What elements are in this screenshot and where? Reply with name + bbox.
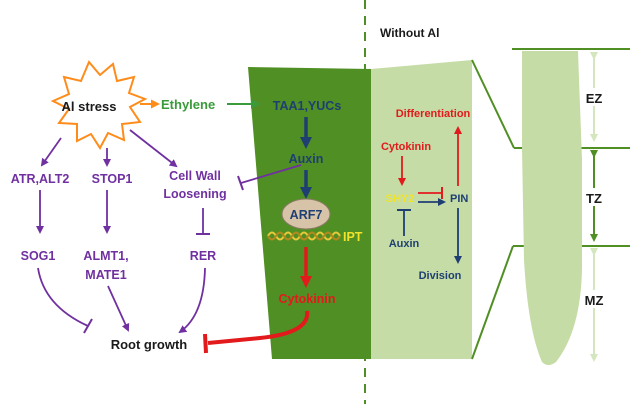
inhibit-auxin-to-cellwall bbox=[240, 164, 302, 184]
taa1-yucs-label: TAA1,YUCs bbox=[273, 99, 342, 113]
pin-label: PIN bbox=[450, 193, 468, 205]
al-stress-starburst-icon bbox=[50, 60, 148, 150]
root-growth-label: Root growth bbox=[111, 337, 188, 352]
almt1-label-1: ALMT1, bbox=[83, 249, 128, 263]
stop1-label: STOP1 bbox=[92, 172, 133, 186]
arrow-rer-to-rootgrowth bbox=[178, 267, 206, 334]
shy2-label: SHY2 bbox=[386, 193, 415, 205]
inhibit-auxin-to-cellwall-bar bbox=[237, 175, 244, 191]
inhibit-cytokinin-to-rootgrowth bbox=[207, 310, 310, 345]
dna-helix-icon bbox=[267, 231, 341, 241]
arrow-stress-to-atr bbox=[40, 137, 62, 167]
almt1-label-2: MATE1 bbox=[85, 268, 126, 282]
without-al-label: Without Al bbox=[380, 26, 439, 40]
ipt-label: IPT bbox=[343, 230, 363, 244]
rer-label: RER bbox=[190, 249, 216, 263]
auxin-center-label: Auxin bbox=[289, 152, 324, 166]
cytokinin-right-label: Cytokinin bbox=[381, 141, 431, 153]
mz-label-bg bbox=[582, 290, 606, 308]
inhibit-sog1-to-rootgrowth-bar bbox=[83, 318, 93, 334]
auxin-right-label: Auxin bbox=[389, 238, 420, 250]
root-tip-shape bbox=[522, 51, 582, 365]
ethylene-label: Ethylene bbox=[161, 97, 215, 112]
inhibit-cytokinin-to-rootgrowth-bar bbox=[203, 333, 208, 354]
al-stress-label: Al stress bbox=[62, 99, 117, 114]
arf7-label: ARF7 bbox=[290, 208, 323, 222]
inhibit-sog1-to-rootgrowth bbox=[37, 267, 89, 327]
zone-label-tz: TZ bbox=[586, 191, 602, 206]
zone-label-ez: EZ bbox=[586, 91, 603, 106]
zoom-line-bottom bbox=[471, 245, 514, 360]
arrow-stress-to-cellwall bbox=[129, 129, 178, 168]
cellwall-label-1: Cell Wall bbox=[169, 169, 221, 183]
differentiation-label: Differentiation bbox=[396, 108, 471, 120]
zone-label-mz: MZ bbox=[585, 293, 604, 308]
ez-label-bg bbox=[582, 88, 606, 106]
cellwall-label-2: Loosening bbox=[163, 187, 226, 201]
tz-label-bg bbox=[582, 188, 606, 206]
atr-alt2-label: ATR,ALT2 bbox=[11, 172, 70, 186]
division-label: Division bbox=[419, 270, 462, 282]
sog1-label: SOG1 bbox=[21, 249, 56, 263]
cytokinin-center-label: Cytokinin bbox=[279, 292, 336, 306]
root-light-panel bbox=[371, 60, 472, 359]
zoom-line-top bbox=[471, 59, 515, 149]
arf7-ellipse-shape bbox=[281, 198, 331, 230]
arrow-almt1-to-rootgrowth bbox=[107, 285, 130, 332]
